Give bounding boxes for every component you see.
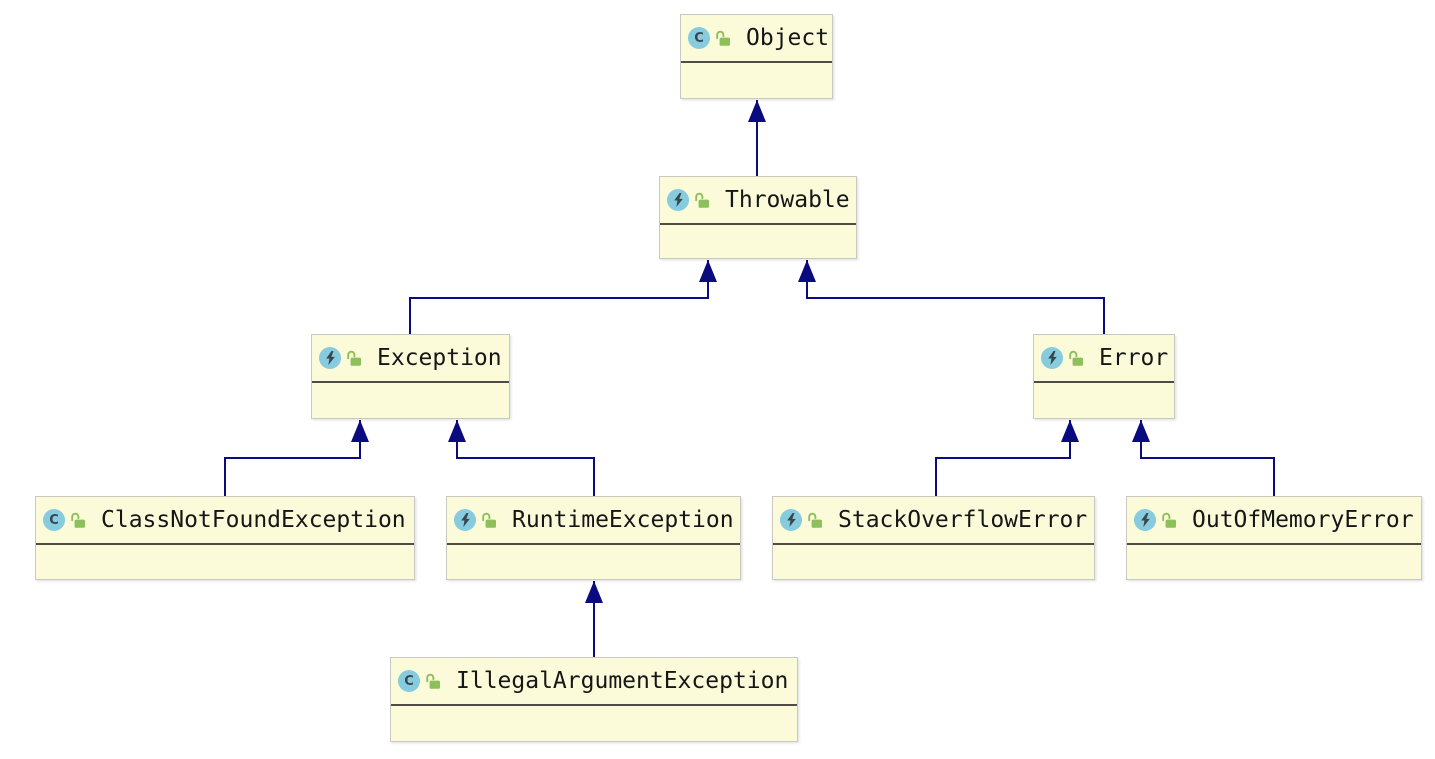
inheritance-edge-stackoverflowerror-to-error bbox=[935, 420, 1079, 496]
exception-bolt-icon bbox=[319, 347, 341, 369]
class-node-illegalargumentexception: C IllegalArgumentException bbox=[390, 657, 798, 742]
empty-members-compartment bbox=[36, 545, 414, 579]
class-name-label: Error bbox=[1099, 345, 1169, 371]
hollow-triangle-arrowhead bbox=[1132, 420, 1150, 442]
empty-members-compartment bbox=[312, 383, 509, 418]
class-c-letter: C bbox=[694, 30, 704, 46]
class-c-letter: C bbox=[404, 673, 414, 689]
open-lock-icon bbox=[346, 350, 363, 367]
empty-members-compartment bbox=[773, 545, 1094, 579]
empty-members-compartment bbox=[1034, 383, 1174, 418]
class-node-object: C Object bbox=[680, 14, 833, 99]
open-lock-icon bbox=[694, 192, 711, 209]
class-node-header: C ClassNotFoundException bbox=[36, 497, 414, 543]
open-lock-icon bbox=[481, 512, 498, 529]
compartment-separator bbox=[36, 543, 414, 545]
open-lock-icon bbox=[70, 512, 87, 529]
class-name-label: Exception bbox=[377, 345, 502, 371]
inheritance-edge-error-to-throwable bbox=[798, 260, 1105, 334]
inheritance-edge-throwable-to-object bbox=[748, 100, 766, 176]
class-node-stackoverflowerror: StackOverflowError bbox=[772, 496, 1095, 580]
class-node-exception: Exception bbox=[311, 334, 510, 419]
open-lock-icon bbox=[807, 512, 824, 529]
empty-members-compartment bbox=[391, 706, 797, 741]
inheritance-edge-outofmemoryerror-to-error bbox=[1132, 420, 1275, 496]
class-node-header: StackOverflowError bbox=[773, 497, 1094, 543]
open-lock-icon bbox=[715, 30, 732, 47]
compartment-separator bbox=[773, 543, 1094, 545]
class-node-header: Exception bbox=[312, 335, 509, 381]
class-node-header: C Object bbox=[681, 15, 832, 61]
hollow-triangle-arrowhead bbox=[798, 260, 816, 282]
hollow-triangle-arrowhead bbox=[699, 260, 717, 282]
open-lock-icon bbox=[425, 673, 442, 690]
class-name-label: Throwable bbox=[725, 187, 850, 213]
compartment-separator bbox=[1127, 543, 1421, 545]
inheritance-edge-classnotfoundexception-to-exception bbox=[224, 420, 369, 496]
hollow-triangle-arrowhead bbox=[748, 100, 766, 122]
open-lock-icon bbox=[1161, 512, 1178, 529]
compartment-separator bbox=[447, 543, 740, 545]
open-lock-icon bbox=[1068, 350, 1085, 367]
class-node-header: Error bbox=[1034, 335, 1174, 381]
class-node-header: RuntimeException bbox=[447, 497, 740, 543]
class-node-header: C IllegalArgumentException bbox=[391, 658, 797, 704]
exception-bolt-icon bbox=[454, 509, 476, 531]
class-name-label: Object bbox=[746, 25, 830, 51]
class-name-label: IllegalArgumentException bbox=[456, 668, 789, 694]
class-c-icon: C bbox=[398, 670, 420, 692]
class-node-classnotfoundexception: C ClassNotFoundException bbox=[35, 496, 415, 580]
class-node-header: Throwable bbox=[660, 177, 856, 223]
compartment-separator bbox=[681, 61, 832, 63]
class-node-runtimeexception: RuntimeException bbox=[446, 496, 741, 580]
compartment-separator bbox=[391, 704, 797, 706]
empty-members-compartment bbox=[1127, 545, 1421, 579]
exception-bolt-icon bbox=[1134, 509, 1156, 531]
compartment-separator bbox=[1034, 381, 1174, 383]
hollow-triangle-arrowhead bbox=[1061, 420, 1079, 442]
compartment-separator bbox=[312, 381, 509, 383]
exception-bolt-icon bbox=[1041, 347, 1063, 369]
class-node-error: Error bbox=[1033, 334, 1175, 419]
inheritance-edge-exception-to-throwable bbox=[409, 260, 717, 334]
class-node-header: OutOfMemoryError bbox=[1127, 497, 1421, 543]
hollow-triangle-arrowhead bbox=[351, 420, 369, 442]
inheritance-edge-runtimeexception-to-exception bbox=[448, 420, 595, 496]
hollow-triangle-arrowhead bbox=[585, 581, 603, 603]
class-name-label: StackOverflowError bbox=[838, 507, 1088, 533]
compartment-separator bbox=[660, 223, 856, 225]
class-c-icon: C bbox=[688, 27, 710, 49]
class-c-letter: C bbox=[49, 512, 59, 528]
class-node-throwable: Throwable bbox=[659, 176, 857, 259]
class-c-icon: C bbox=[43, 509, 65, 531]
exception-bolt-icon bbox=[667, 189, 689, 211]
empty-members-compartment bbox=[681, 63, 832, 98]
exception-bolt-icon bbox=[780, 509, 802, 531]
empty-members-compartment bbox=[660, 225, 856, 258]
class-name-label: RuntimeException bbox=[512, 507, 734, 533]
empty-members-compartment bbox=[447, 545, 740, 579]
class-name-label: ClassNotFoundException bbox=[101, 507, 406, 533]
hollow-triangle-arrowhead bbox=[448, 420, 466, 442]
inheritance-edge-illegalargumentexception-to-runtimeexception bbox=[585, 581, 603, 657]
class-node-outofmemoryerror: OutOfMemoryError bbox=[1126, 496, 1422, 580]
class-name-label: OutOfMemoryError bbox=[1192, 507, 1414, 533]
